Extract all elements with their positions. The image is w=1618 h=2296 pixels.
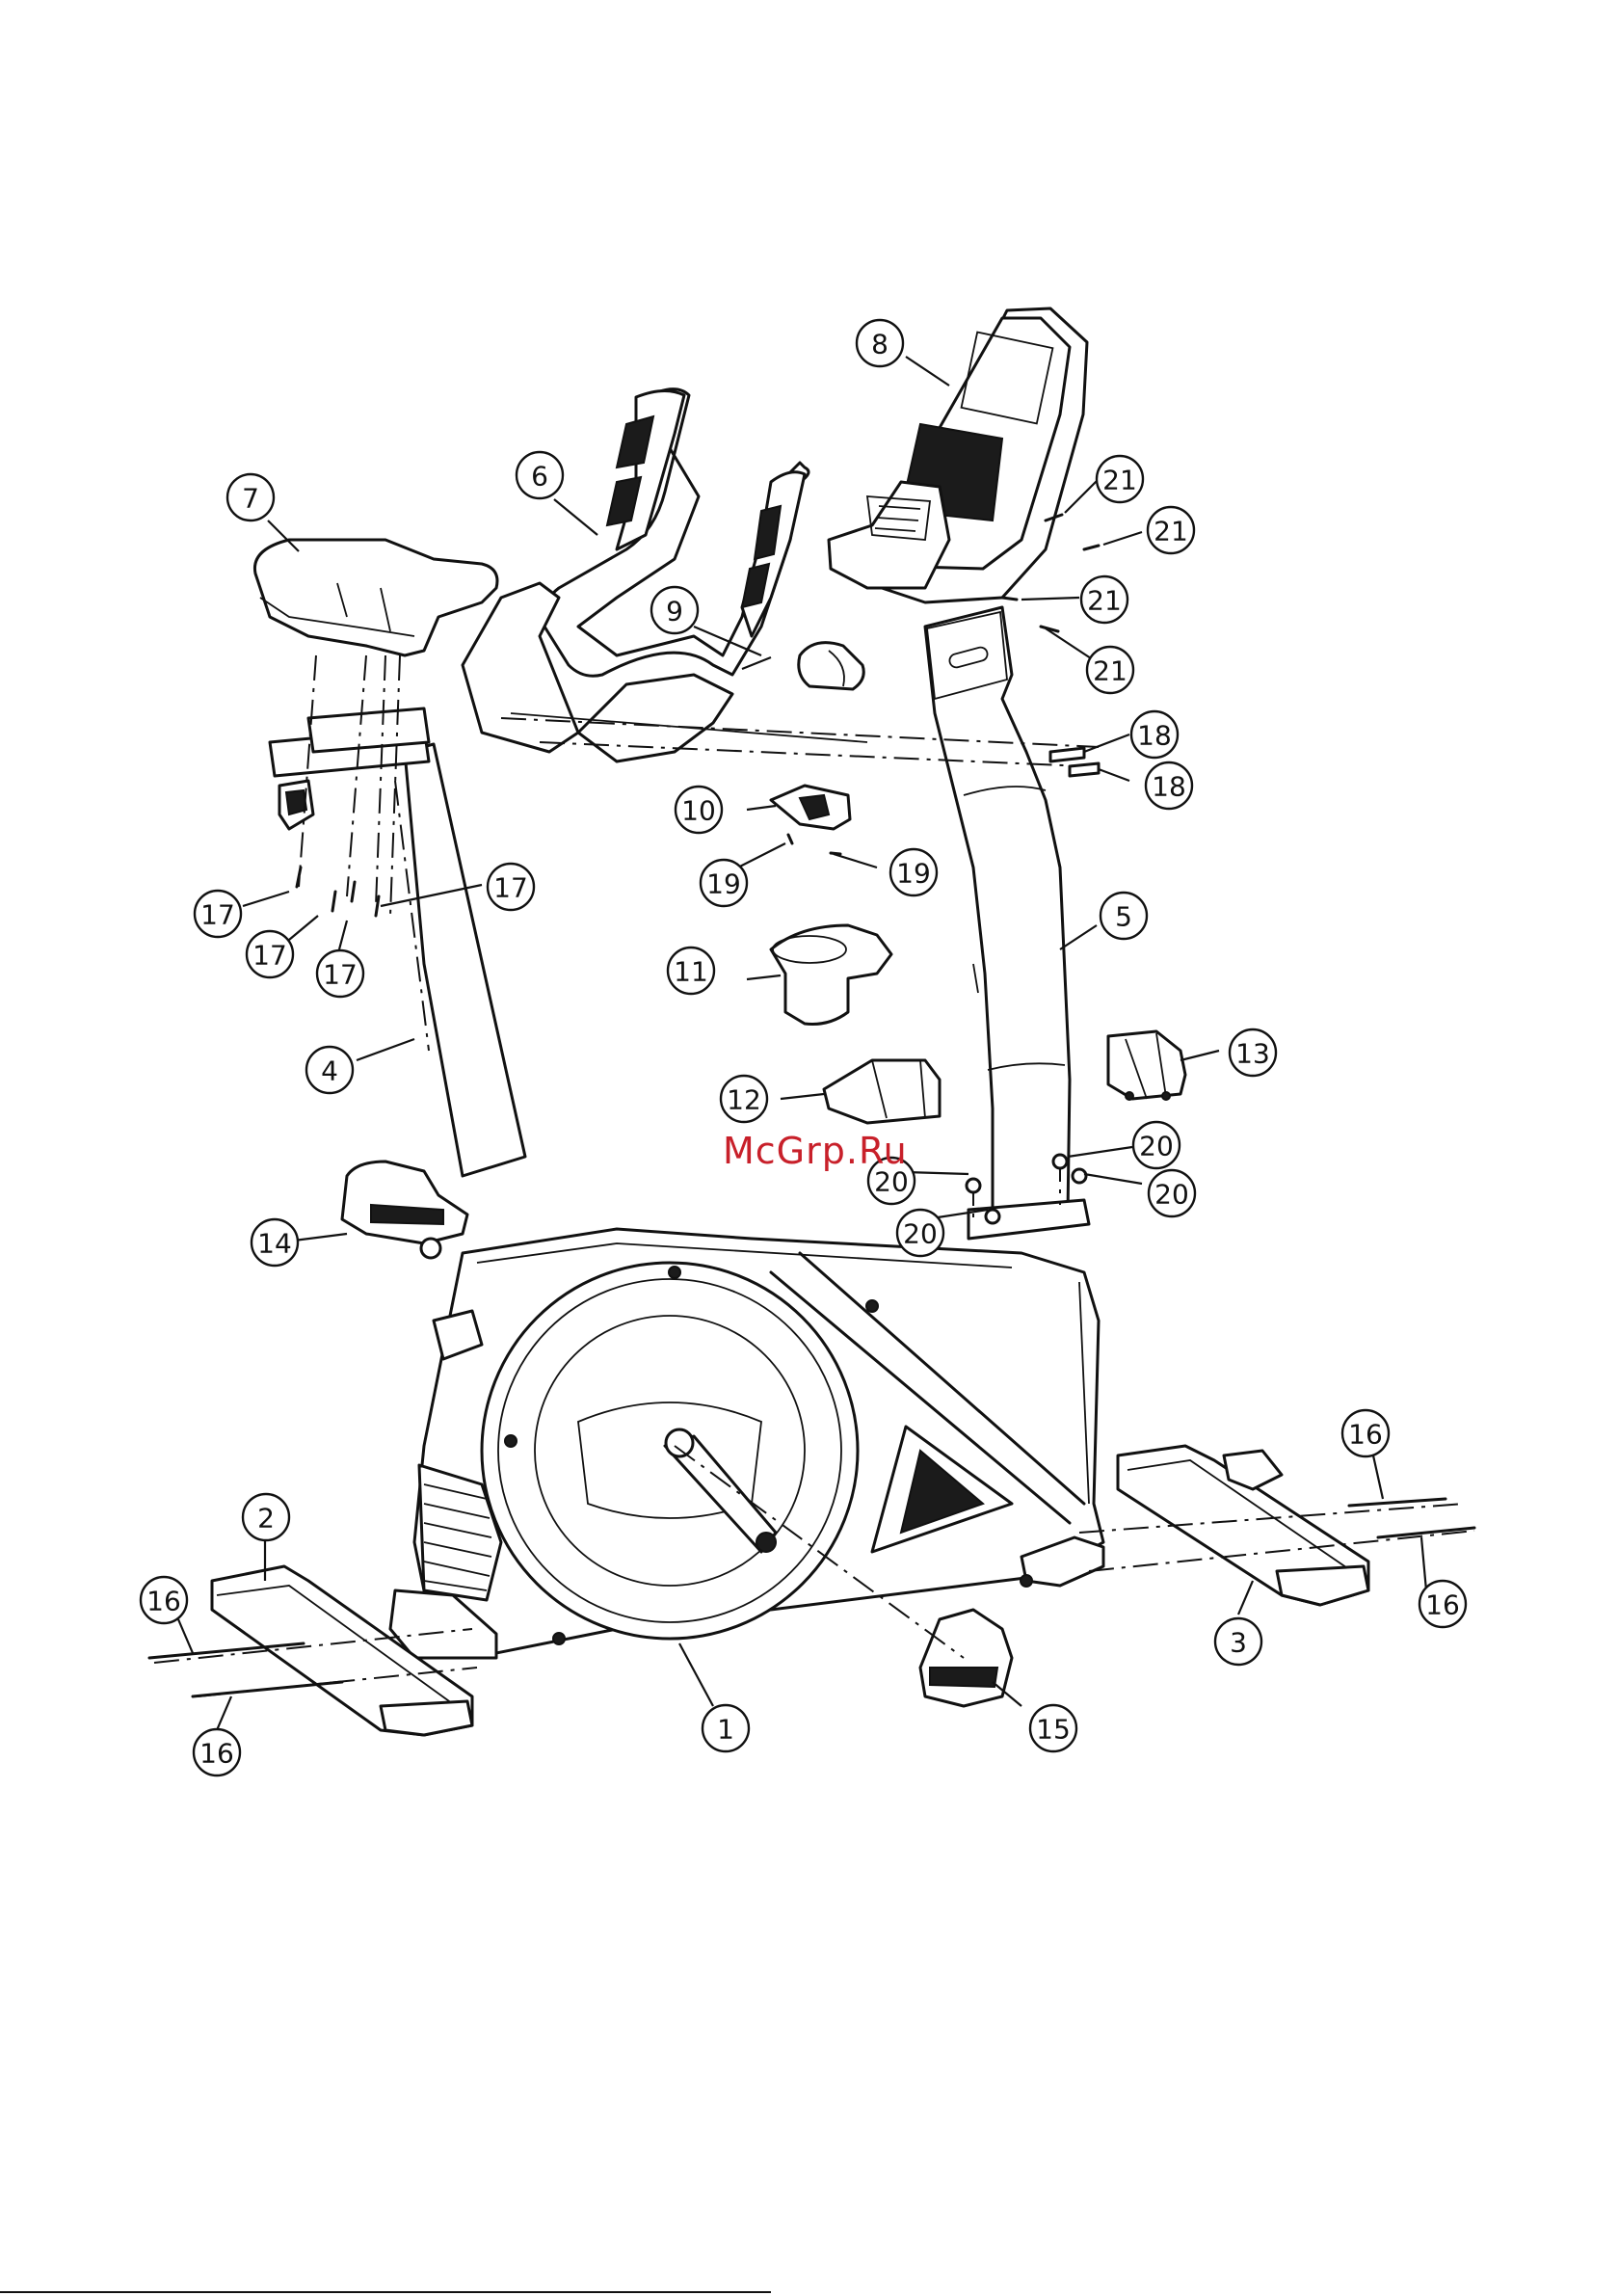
part-rear-shroud [1108, 1031, 1185, 1100]
callout-16-front-lower: 16 [194, 1729, 240, 1775]
callout-label-17d: 17 [493, 872, 528, 904]
callout-label-19b: 19 [896, 858, 931, 890]
callout-label-17a: 17 [200, 899, 235, 931]
callout-21-a: 21 [1097, 456, 1143, 502]
callout-label-18a: 18 [1137, 720, 1172, 752]
callout-10: 10 [676, 787, 722, 833]
callout-label-21a: 21 [1102, 465, 1137, 496]
callout-label-16a: 16 [146, 1586, 181, 1617]
callout-4: 4 [306, 1047, 353, 1093]
callout-20-d: 20 [1149, 1170, 1195, 1216]
part-rear-stabilizer [1118, 1446, 1368, 1605]
callout-label-3: 3 [1230, 1627, 1247, 1659]
callout-18-b: 18 [1146, 762, 1192, 809]
callout-label-21c: 21 [1087, 585, 1122, 617]
callout-label-10: 10 [681, 795, 716, 827]
part-handlebar-cover [799, 643, 864, 689]
callout-19-a: 19 [701, 860, 747, 906]
callout-label-5: 5 [1115, 901, 1132, 933]
watermark-text: McGrp.Ru [723, 1130, 908, 1172]
callout-14: 14 [252, 1219, 298, 1266]
callout-label-20d: 20 [1154, 1179, 1189, 1211]
callout-3: 3 [1215, 1618, 1261, 1665]
callout-16-front-upper: 16 [141, 1577, 187, 1623]
callout-label-7: 7 [242, 483, 259, 515]
callout-18-a: 18 [1131, 711, 1178, 758]
callout-20-c: 20 [1133, 1122, 1180, 1168]
callout-20-b: 20 [897, 1210, 943, 1256]
part-lower-shroud [824, 1060, 940, 1123]
callout-17-b: 17 [247, 931, 293, 977]
part-upright-post [925, 607, 1089, 1239]
callout-13: 13 [1230, 1029, 1276, 1076]
callout-5: 5 [1101, 893, 1147, 939]
callout-21-b: 21 [1148, 507, 1194, 553]
callout-label-21b: 21 [1154, 516, 1188, 547]
callout-16-rear-upper: 16 [1342, 1410, 1389, 1456]
callout-17-c: 17 [317, 950, 363, 997]
callout-21-d: 21 [1087, 647, 1133, 693]
callout-label-19a: 19 [706, 868, 741, 900]
part-handlebar [463, 389, 867, 761]
callout-2: 2 [243, 1494, 289, 1540]
callout-label-9: 9 [666, 596, 683, 627]
callout-label-17c: 17 [323, 959, 358, 991]
part-main-frame [390, 1229, 1103, 1658]
callout-label-21d: 21 [1093, 655, 1127, 687]
callout-11: 11 [668, 948, 714, 994]
callout-8: 8 [857, 320, 903, 366]
callout-label-11: 11 [674, 956, 708, 988]
callout-label-16c: 16 [1348, 1419, 1383, 1451]
callout-9: 9 [651, 587, 698, 633]
callout-17-d: 17 [488, 864, 534, 910]
callout-19-b: 19 [890, 849, 937, 895]
callout-label-2: 2 [257, 1503, 275, 1535]
callout-6: 6 [517, 452, 563, 498]
part-seat-post [270, 708, 525, 1176]
part-saddle [254, 540, 497, 655]
callout-17-a: 17 [195, 891, 241, 937]
callout-label-8: 8 [871, 329, 889, 360]
callout-label-1: 1 [717, 1714, 734, 1746]
callout-label-16d: 16 [1425, 1589, 1460, 1621]
callout-label-17b: 17 [252, 940, 287, 972]
callout-label-14: 14 [257, 1228, 292, 1260]
callout-7: 7 [227, 474, 274, 521]
callout-label-4: 4 [321, 1055, 338, 1087]
callout-label-18b: 18 [1152, 771, 1186, 803]
callout-16-rear-lower: 16 [1419, 1581, 1466, 1627]
callout-1: 1 [703, 1705, 749, 1751]
callout-label-20b: 20 [903, 1218, 938, 1250]
part-right-pedal [920, 1610, 1012, 1706]
callout-label-13: 13 [1235, 1038, 1270, 1070]
callout-label-16b: 16 [199, 1738, 234, 1770]
callout-label-12: 12 [727, 1084, 761, 1116]
part-left-pedal [342, 1161, 467, 1258]
callout-15: 15 [1030, 1705, 1076, 1751]
callout-label-20c: 20 [1139, 1131, 1174, 1162]
callout-label-6: 6 [531, 461, 548, 493]
callout-label-15: 15 [1036, 1714, 1071, 1746]
callout-12: 12 [721, 1076, 767, 1122]
part-front-cover [771, 786, 850, 829]
part-bottle-holder [771, 925, 891, 1025]
callout-21-c: 21 [1081, 576, 1127, 623]
